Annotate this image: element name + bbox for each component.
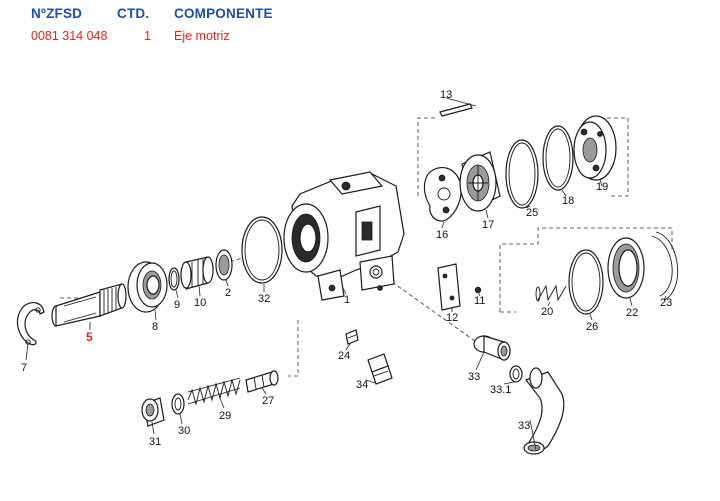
row-quantity: 1 [144, 29, 151, 43]
header-part-number: NºZFSD [31, 6, 83, 21]
callout-10: 10 [194, 297, 206, 309]
callout-27: 27 [262, 395, 274, 407]
part-29-spring [187, 377, 241, 406]
callout-labels: 7 5 8 9 10 2 32 1 13 16 17 25 18 19 12 1… [21, 89, 672, 448]
callout-13: 13 [440, 89, 452, 101]
part-31-plug [141, 397, 165, 427]
callout-29: 29 [219, 410, 231, 422]
callout-33-banjo: 33 [468, 371, 480, 383]
callout-20: 20 [541, 306, 553, 318]
part-33-1-washer [509, 365, 523, 383]
part-32-o-ring [241, 216, 283, 284]
part-18-ring [542, 125, 574, 191]
callout-11: 11 [474, 295, 485, 307]
part-5-drive-shaft [51, 283, 127, 327]
part-25-o-ring [505, 139, 539, 209]
callout-5: 5 [86, 330, 93, 344]
part-13-pin [439, 103, 473, 117]
callout-34: 34 [356, 379, 368, 391]
part-2-bushing [215, 249, 233, 281]
part-27-valve [245, 370, 279, 393]
part-12-gasket [437, 263, 461, 311]
callout-8: 8 [152, 321, 158, 333]
part-24-plug [345, 329, 359, 345]
part-7-snap-ring [16, 302, 45, 346]
callout-26: 26 [586, 321, 598, 333]
part-1-pump-housing [283, 171, 405, 301]
callout-23: 23 [660, 297, 672, 309]
header-quantity: CTD. [117, 6, 150, 21]
callout-31: 31 [149, 436, 161, 448]
part-34-fitting [367, 353, 393, 385]
part-10-needle-bearing [180, 256, 214, 290]
part-9-retaining-ring [168, 267, 180, 291]
part-8-bearing [127, 261, 168, 313]
row-part-number: 0081 314 048 [31, 29, 108, 43]
callout-19: 19 [596, 181, 608, 193]
callout-9: 9 [174, 299, 180, 311]
part-33-banjo-fitting [473, 335, 511, 361]
callout-33-elbow: 33 [518, 420, 530, 432]
callout-16: 16 [436, 229, 448, 241]
part-23-snap-ring [651, 231, 679, 301]
part-30-washer [171, 393, 185, 415]
callout-32: 32 [258, 293, 270, 305]
part-11-screw [474, 286, 482, 294]
callout-17: 17 [482, 219, 494, 231]
leader-lines [25, 97, 667, 451]
callout-18: 18 [562, 195, 574, 207]
callout-30: 30 [178, 425, 190, 437]
callout-7: 7 [21, 362, 27, 374]
callout-2: 2 [225, 287, 231, 299]
part-26-o-ring [568, 249, 604, 315]
part-16-side-plate [423, 166, 462, 222]
row-component: Eje motriz [174, 29, 230, 43]
part-22-cover [607, 237, 645, 299]
callout-12: 12 [446, 312, 458, 324]
part-20-spring [535, 284, 567, 302]
callout-25: 25 [526, 207, 538, 219]
part-17-rotor [459, 151, 501, 212]
callout-1: 1 [344, 294, 350, 306]
part-19-pressure-plate [573, 115, 617, 181]
callout-24: 24 [338, 350, 350, 362]
header-component: COMPONENTE [174, 6, 273, 21]
callout-22: 22 [626, 307, 638, 319]
part-33-elbow-pipe [523, 367, 565, 455]
callout-33-1: 33.1 [490, 384, 511, 396]
